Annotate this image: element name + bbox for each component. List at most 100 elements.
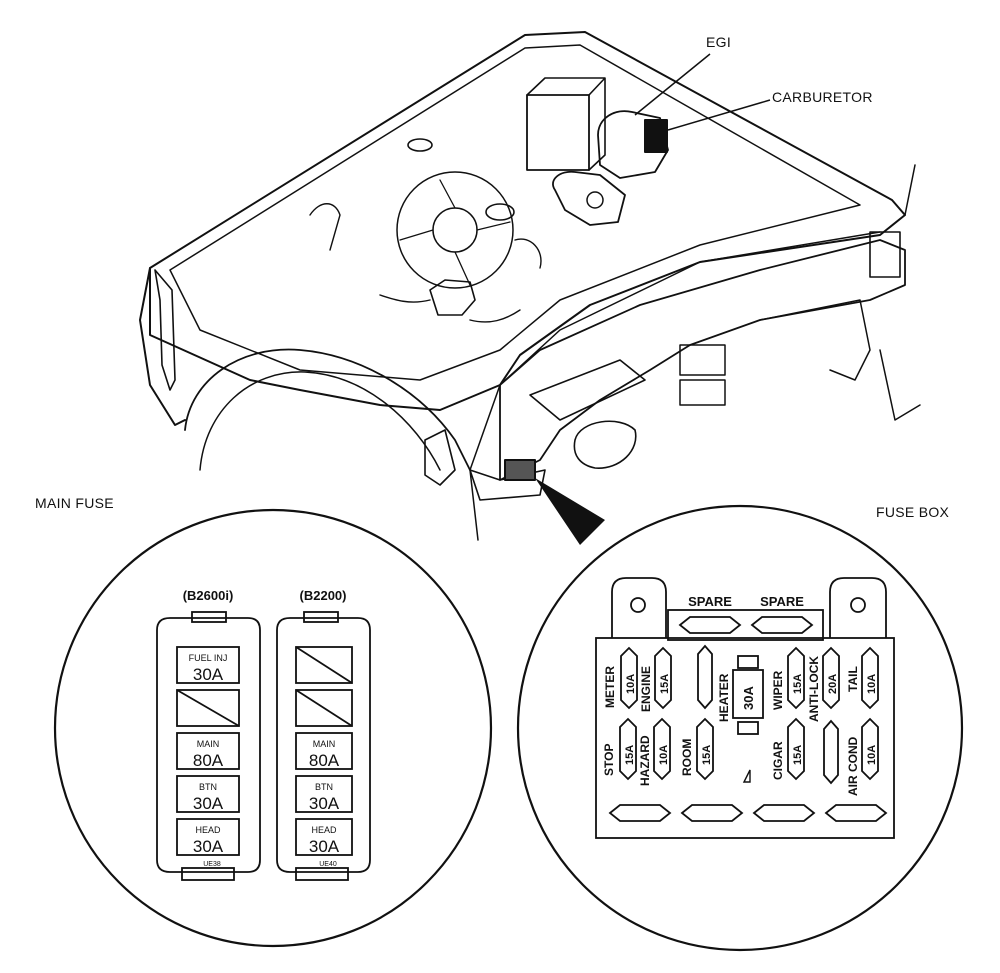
right-mount-hole bbox=[850, 597, 866, 613]
fuse-box-label: FUSE BOX bbox=[876, 504, 950, 520]
fuse-tail bbox=[861, 646, 879, 710]
battery bbox=[526, 94, 590, 171]
leader-lines bbox=[535, 53, 771, 545]
spare-fuse-left bbox=[678, 616, 742, 634]
fuse-hazard bbox=[653, 717, 671, 781]
fuse-slot-head bbox=[176, 818, 240, 856]
door-edge bbox=[879, 164, 921, 421]
headlight bbox=[154, 269, 176, 391]
fuse-slot-btn bbox=[176, 775, 240, 813]
cowl-line bbox=[499, 231, 881, 386]
fuse-name-stop: STOP bbox=[602, 744, 616, 776]
model-label-b2600i: (B2600i) bbox=[183, 588, 234, 603]
fuse-rating: 30A bbox=[193, 665, 224, 684]
block-top-clip bbox=[303, 611, 339, 623]
side-vent bbox=[869, 231, 901, 278]
glovebox bbox=[759, 299, 871, 381]
block-outline bbox=[156, 617, 261, 873]
empty-slot-slash bbox=[176, 689, 240, 727]
fuse-rating-room: 15A bbox=[701, 745, 713, 765]
fuse-name: FUEL INJ bbox=[189, 653, 228, 663]
fuse-name: BTN bbox=[199, 782, 217, 792]
fuse-slot-empty-2 bbox=[295, 689, 353, 727]
fuse-name-engine: ENGINE bbox=[639, 666, 653, 712]
fuse-rating-stop: 15A bbox=[624, 745, 636, 765]
fuse-slot-main bbox=[176, 732, 240, 770]
fuse-name-cigar: CIGAR bbox=[771, 741, 785, 780]
fuse-box-detail: SPARE SPARE METER 10A ENGINE 15A HEATER … bbox=[516, 504, 964, 952]
engine-bay-inner bbox=[169, 44, 861, 381]
fuse-name: HEAD bbox=[311, 825, 337, 835]
center-vents bbox=[679, 344, 726, 376]
fuse-slot-head bbox=[295, 818, 353, 856]
wheel-arch bbox=[184, 348, 471, 471]
heater-fuse-top-tab bbox=[737, 655, 759, 669]
throttle-body bbox=[552, 170, 626, 226]
fuse-rating: 80A bbox=[309, 751, 340, 770]
spare-label-left: SPARE bbox=[688, 594, 732, 609]
carburetor-label: CARBURETOR bbox=[772, 89, 873, 105]
fuse-cigar bbox=[787, 717, 805, 781]
fuse-name: MAIN bbox=[197, 739, 220, 749]
master-cylinder bbox=[429, 279, 476, 316]
fuse-slot-bottom-2 bbox=[680, 804, 744, 822]
throttle-port bbox=[586, 191, 604, 209]
rated-fuse-outlines bbox=[619, 646, 879, 781]
fuse-stop bbox=[619, 717, 637, 781]
fuse-slot-empty-1 bbox=[295, 646, 353, 684]
fuse-rating-hazard: 10A bbox=[658, 745, 670, 765]
spare-fuse-right bbox=[750, 616, 814, 634]
fuse-name: HEAD bbox=[195, 825, 221, 835]
fuse-slot-empty-top bbox=[697, 644, 713, 710]
fuse-rating-antilock: 20A bbox=[827, 674, 839, 694]
carburetor-block bbox=[644, 119, 668, 153]
egi-module bbox=[597, 110, 669, 179]
fuse-name: MAIN bbox=[313, 739, 336, 749]
left-fender bbox=[139, 267, 186, 426]
fuse-name-aircond: AIR COND bbox=[846, 736, 860, 796]
hoses bbox=[309, 203, 542, 323]
oil-cap bbox=[407, 138, 433, 152]
radiator-fan bbox=[396, 171, 514, 289]
battery-top bbox=[526, 77, 606, 171]
wheel-arch-inner bbox=[199, 371, 441, 471]
fuse-rating: 30A bbox=[309, 837, 340, 856]
block-bottom-clip bbox=[181, 867, 235, 881]
reservoir-cap bbox=[485, 203, 515, 221]
a-pillar bbox=[469, 384, 501, 541]
block-bottom-clip bbox=[295, 867, 349, 881]
steering-column bbox=[573, 420, 637, 469]
dashboard bbox=[499, 239, 906, 481]
fan-hub bbox=[432, 207, 478, 253]
fuse-slot-btn bbox=[295, 775, 353, 813]
fuse-slot-bottom-3 bbox=[752, 804, 816, 822]
fuse-slot-main bbox=[295, 732, 353, 770]
fuse-name-heater: HEATER bbox=[717, 673, 731, 722]
fuse-rating-cigar: 15A bbox=[792, 745, 804, 765]
fuse-box-body bbox=[595, 637, 895, 839]
empty-slot-slash-2 bbox=[295, 689, 353, 727]
fuse-box-zoom-wedge bbox=[535, 478, 605, 545]
fuse-name-hazard: HAZARD bbox=[638, 735, 652, 786]
fuse-rating-meter: 10A bbox=[625, 674, 637, 694]
block-top-clip bbox=[191, 611, 227, 623]
fuse-rating-tail: 10A bbox=[866, 674, 878, 694]
heater-fuse-body bbox=[732, 669, 764, 719]
fuse-rating: 30A bbox=[309, 794, 340, 813]
fuse-rating-heater: 30A bbox=[741, 686, 756, 710]
fuse-rating: 30A bbox=[193, 794, 224, 813]
heater-fuse-bottom-tab bbox=[737, 721, 759, 735]
left-mount-hole bbox=[630, 597, 646, 613]
fuse-name: BTN bbox=[315, 782, 333, 792]
fuse-rating-engine: 15A bbox=[659, 674, 671, 694]
model-label-b2200: (B2200) bbox=[300, 588, 347, 603]
carburetor-leader bbox=[667, 99, 771, 131]
engine-bay-outline bbox=[149, 31, 906, 411]
main-fuse-circle bbox=[53, 508, 493, 948]
fuse-name-meter: METER bbox=[603, 666, 617, 708]
part-code: UE40 bbox=[319, 861, 337, 868]
fuse-name-wiper: WIPER bbox=[771, 670, 785, 710]
vehicle-illustration bbox=[139, 31, 921, 541]
fuse-name-antilock: ANTI-LOCK bbox=[807, 656, 821, 722]
